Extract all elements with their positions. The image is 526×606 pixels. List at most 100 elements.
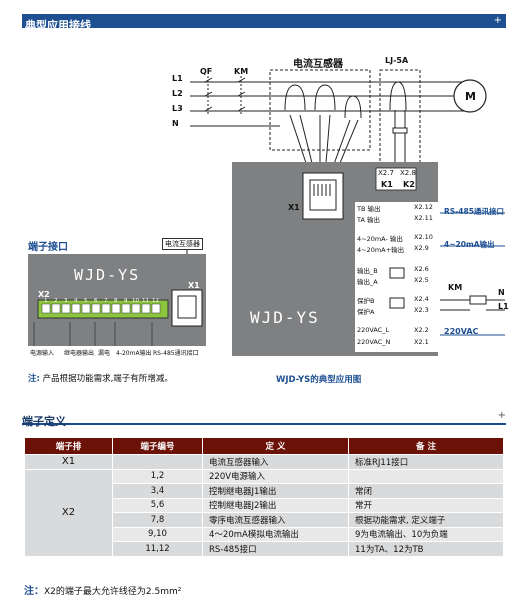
k1-label: K1 <box>381 180 393 189</box>
table-row: 7,8 零序电流互感器输入 根据功能需求, 定义端子 <box>25 512 504 528</box>
terminal-x2: X2 <box>38 290 50 299</box>
l1b-label: L1 <box>498 302 509 311</box>
ct-tag: 电流互感器 <box>162 238 203 250</box>
cell: 常闭 <box>348 483 504 499</box>
pin-number: 5 <box>84 298 88 304</box>
cell: 220V电源输入 <box>202 468 349 484</box>
k2-label: K2 <box>403 180 415 189</box>
pin-number: 11 <box>142 298 149 304</box>
section-header-terminal-def: 端子定义 + <box>22 410 506 428</box>
pin-number: 2 <box>54 298 58 304</box>
footnote-label: 注： <box>24 586 44 597</box>
table-row: 5,6 控制继电器J2输出 常开 <box>25 497 504 513</box>
km2-label: KM <box>448 283 463 292</box>
pin-number: 6 <box>94 298 98 304</box>
pin-number: 7 <box>104 298 108 304</box>
group-label: RS-485通讯接口 <box>153 350 199 357</box>
table-row: X1 电流互感器输入 标准RJ11接口 <box>24 454 504 470</box>
cell: 控制继电器J2输出 <box>202 497 349 513</box>
pin-x27: X2.7 <box>378 169 394 177</box>
cell: RS-485接口 <box>202 541 349 557</box>
pin-number: 9 <box>124 298 128 304</box>
line-l2-label: L2 <box>172 89 183 98</box>
terminal-model: WJD-YS <box>74 266 141 284</box>
pin-number: 10 <box>132 298 139 304</box>
lj-label: LJ-5A <box>385 56 409 65</box>
cell: X1 <box>24 454 113 470</box>
group-label: 4-20mA输出 <box>116 350 152 357</box>
motor-label: M <box>465 90 476 103</box>
rs485-label: RS-485通讯接口 <box>444 207 504 216</box>
terminal-table: 端子排 端子编号 定 义 备 注 X1 电流互感器输入 标准RJ11接口 X2 … <box>24 437 504 557</box>
wiring-diagram <box>28 69 505 356</box>
col-header: 定 义 <box>202 437 349 455</box>
cell: 9,10 <box>112 526 203 542</box>
pin-number: 4 <box>74 298 78 304</box>
cell: 零序电流互感器输入 <box>202 512 349 528</box>
vac-label: 220VAC <box>444 327 479 336</box>
device-name: WJD-YS <box>250 308 320 327</box>
col-header: 备 注 <box>348 437 504 455</box>
n2-label: N <box>498 288 505 297</box>
note: 注: 产品根据功能需求,端子有所增减。 <box>28 372 173 384</box>
footnote-text: X2的端子最大允许线径为2.5mm² <box>44 587 182 597</box>
cell: 5,6 <box>112 497 203 513</box>
terminal-x1: X1 <box>188 281 200 290</box>
footnote: 注：X2的端子最大允许线径为2.5mm² <box>24 582 181 597</box>
cell: 控制继电器J1输出 <box>202 483 349 499</box>
cell: 11为TA、12为TB <box>348 541 504 557</box>
x1-label: X1 <box>288 203 300 212</box>
qf-label: QF <box>200 67 213 76</box>
pin-number: 12 <box>152 298 159 304</box>
cell: 11,12 <box>112 541 203 557</box>
ma-output-label: 4~20mA输出 <box>444 240 495 249</box>
cell: 电流互感器输入 <box>202 454 349 470</box>
cell <box>348 468 504 484</box>
section-title: 端子定义 <box>22 415 66 428</box>
diagram-caption: WJD-YS的典型应用图 <box>276 375 362 385</box>
group-label: 漏电 <box>98 350 111 357</box>
note-label: 注: <box>28 374 40 384</box>
table-row: 3,4 控制继电器J1输出 常闭 <box>25 483 504 499</box>
table-header-row: 端子排 端子编号 定 义 备 注 <box>24 437 504 455</box>
cell: 3,4 <box>112 483 203 499</box>
motor-symbol <box>453 79 487 113</box>
section-header-typical: 典型应用接线 + <box>22 14 506 32</box>
pin-number: 3 <box>64 298 68 304</box>
cell: 标准RJ11接口 <box>348 454 504 470</box>
cell <box>112 454 203 470</box>
table-row: X2 1,2 220V电源输入 <box>24 468 504 557</box>
pin-x28: X2.8 <box>400 169 416 177</box>
pin-number: 8 <box>114 298 118 304</box>
group-label: 电源输入 <box>30 350 55 357</box>
group-label: 继电器输出 <box>64 350 95 357</box>
cell: X2 <box>24 468 113 557</box>
pin-number: 1 <box>44 298 48 304</box>
col-header: 端子排 <box>24 437 113 455</box>
line-n-label: N <box>172 119 179 128</box>
cell: 9为电流输出、10为负端 <box>348 526 504 542</box>
expand-icon[interactable]: + <box>493 15 502 26</box>
ct-label: 电流互感器 <box>293 59 343 70</box>
cell: 1,2 <box>112 468 203 484</box>
col-header: 端子编号 <box>112 437 203 455</box>
km-label: KM <box>234 67 249 76</box>
table-row: 11,12 RS-485接口 11为TA、12为TB <box>25 541 504 557</box>
cell: 常开 <box>348 497 504 513</box>
cell: 7,8 <box>112 512 203 528</box>
cell: 根据功能需求, 定义端子 <box>348 512 504 528</box>
line-l1-label: L1 <box>172 74 183 83</box>
line-l3-label: L3 <box>172 104 183 113</box>
section-title: 典型应用接线 <box>25 19 91 32</box>
expand-icon[interactable]: + <box>497 410 506 421</box>
